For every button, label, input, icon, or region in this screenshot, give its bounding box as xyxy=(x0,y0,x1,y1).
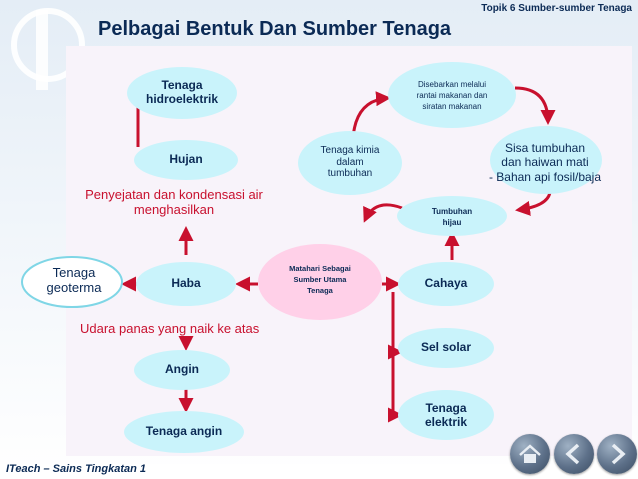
cloud-sel-solar xyxy=(398,328,494,368)
node-angin: Angin xyxy=(165,362,199,376)
node-haba: Haba xyxy=(171,276,201,290)
cloud-elektrik xyxy=(398,390,494,440)
node-elektrik: Tenaga elektrik xyxy=(424,401,468,429)
cloud-sisa xyxy=(490,126,602,194)
node-geoterma: Tenaga geoterma xyxy=(46,265,102,295)
label-udara: Udara panas yang naik ke atas xyxy=(80,321,260,336)
node-hujan: Hujan xyxy=(169,152,203,166)
cloud-haba xyxy=(136,262,236,306)
arrow-tumbuhan-kimia xyxy=(363,203,403,223)
cloud-hidro xyxy=(127,67,237,119)
node-sisa: Sisa tumbuhan dan haiwan mati - Bahan ap… xyxy=(488,141,602,184)
topic-label: Topik 6 Sumber-sumber Tenaga xyxy=(481,3,632,14)
node-cahaya: Cahaya xyxy=(424,276,468,290)
node-tenaga-angin: Tenaga angin xyxy=(145,424,223,438)
node-hidro: Tenaga hidroelektrik xyxy=(145,78,219,106)
node-disebarkan: Disebarkan melalui rantai makanan dan si… xyxy=(416,80,488,111)
box-geoterma xyxy=(21,256,123,308)
node-sel-solar: Sel solar xyxy=(420,340,472,354)
arrow-disebarkan-sisa xyxy=(514,86,556,125)
decor-bar xyxy=(36,10,48,90)
cloud-disebarkan xyxy=(388,62,516,128)
arrow-sisa-tumbuhan xyxy=(515,191,552,216)
page-title: Pelbagai Bentuk Dan Sumber Tenaga xyxy=(98,18,452,40)
home-icon xyxy=(519,444,541,463)
node-kimia: Tenaga kimia dalam tumbuhan xyxy=(320,145,380,179)
circle-center xyxy=(258,244,382,320)
node-tumbuhan-hijau: Tumbuhan hijau xyxy=(431,207,473,228)
forward-button[interactable] xyxy=(597,434,637,474)
cloud-kimia xyxy=(298,131,402,195)
back-icon xyxy=(565,443,580,465)
forward-icon xyxy=(611,443,626,465)
home-button[interactable] xyxy=(510,434,550,474)
node-shapes xyxy=(21,62,602,453)
back-button[interactable] xyxy=(554,434,594,474)
node-center: Matahari Sebagai Sumber Utama Tenaga xyxy=(289,264,351,295)
footer-strip xyxy=(0,464,638,479)
cloud-tumbuhan-hijau xyxy=(397,196,507,236)
cloud-cahaya xyxy=(398,262,494,306)
cloud-tenaga-angin xyxy=(124,411,244,453)
cloud-angin xyxy=(134,350,230,390)
cloud-hujan xyxy=(134,140,238,180)
label-penyejatan: Penyejatan dan kondensasi air menghasilk… xyxy=(85,187,263,217)
footer-credit: ITeach – Sains Tingkatan 1 xyxy=(6,463,146,475)
